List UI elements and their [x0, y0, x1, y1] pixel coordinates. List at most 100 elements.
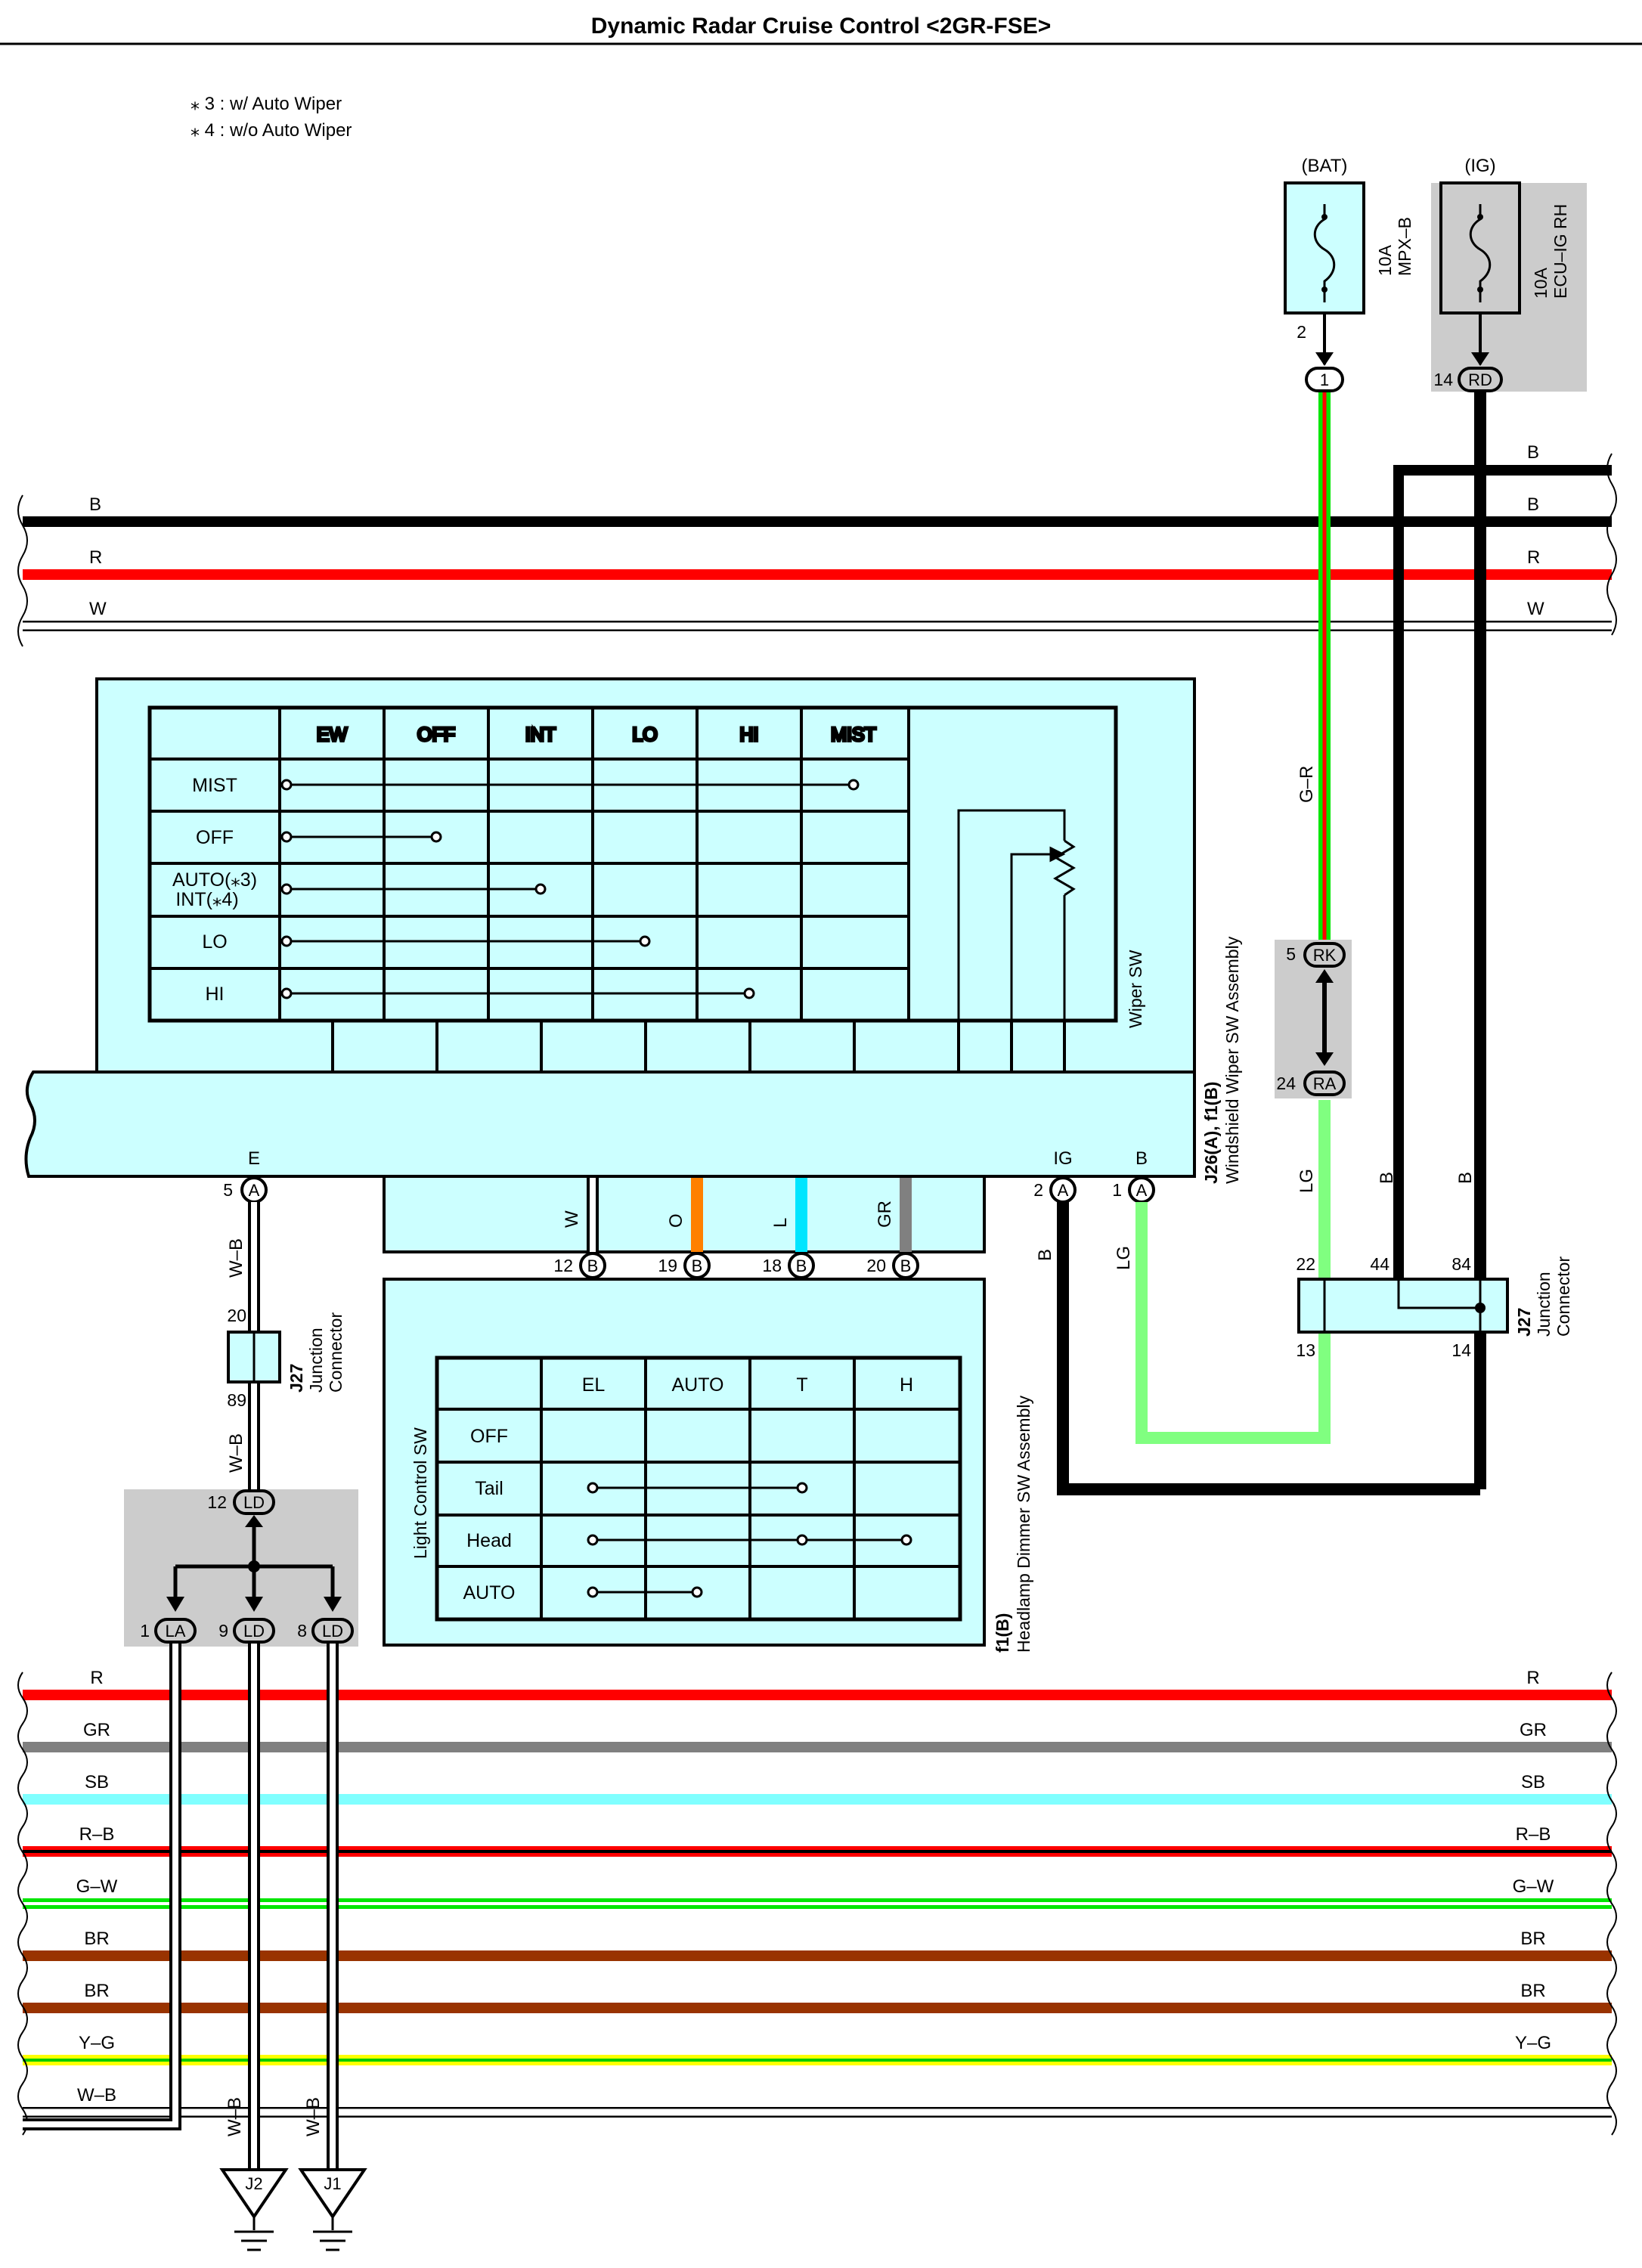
svg-text:LD: LD [322, 1622, 343, 1641]
svg-text:18: 18 [762, 1256, 782, 1275]
svg-text:89: 89 [227, 1390, 246, 1410]
svg-text:BR: BR [84, 1929, 109, 1949]
light-col-header: AUTO [672, 1374, 724, 1396]
junction-connector-left: 20 89 J27 Junction Connector [227, 1306, 345, 1410]
svg-text:44: 44 [1370, 1254, 1390, 1274]
svg-text:Y–G: Y–G [79, 2033, 115, 2053]
svg-text:J27: J27 [287, 1364, 306, 1393]
wire-g-r: G–R [1297, 313, 1331, 943]
svg-text:Y–G: Y–G [1515, 2033, 1551, 2053]
svg-text:B: B [1135, 1148, 1148, 1169]
wire-wiper-lg: LG [1114, 1202, 1331, 1444]
svg-text:OFF: OFF [470, 1426, 508, 1447]
svg-text:RA: RA [1313, 1074, 1337, 1093]
light-row: Head [466, 1530, 912, 1551]
svg-text:INT(⁎4): INT(⁎4) [175, 889, 238, 910]
svg-text:1: 1 [140, 1621, 150, 1641]
svg-text:OFF: OFF [196, 827, 234, 848]
svg-text:24: 24 [1276, 1074, 1296, 1093]
wiper-terminal-b: A 1 [1112, 1176, 1155, 1204]
svg-text:f1(B): f1(B) [993, 1613, 1012, 1653]
svg-text:W–B: W–B [77, 2085, 116, 2105]
svg-text:Head: Head [466, 1530, 512, 1551]
svg-text:Connector: Connector [326, 1312, 345, 1393]
fuse-ecu-ig-rh: (IG) 10A ECU–IG RH 14 [1433, 156, 1570, 389]
svg-text:B: B [1377, 1172, 1397, 1184]
svg-text:BR: BR [1520, 1929, 1545, 1949]
svg-text:BR: BR [1520, 1981, 1545, 2001]
wiper-row: MIST [192, 775, 860, 796]
wiper-col-header: LO [632, 724, 657, 745]
svg-text:19: 19 [658, 1256, 677, 1275]
connector-fuse-ig: RD [1458, 352, 1503, 392]
wire-wiper-ig: B [1035, 1202, 1480, 1495]
svg-text:B: B [796, 1256, 807, 1275]
svg-text:1: 1 [1320, 370, 1329, 389]
wire-la-w-b [23, 1644, 181, 2130]
svg-text:LD: LD [243, 1493, 265, 1512]
svg-text:IG: IG [1053, 1148, 1072, 1169]
svg-text:L: L [770, 1218, 791, 1228]
svg-text:A: A [1058, 1181, 1069, 1200]
svg-text:B: B [89, 494, 101, 515]
svg-text:B: B [587, 1256, 599, 1275]
svg-text:SB: SB [85, 1772, 109, 1792]
svg-text:R: R [1527, 547, 1540, 568]
svg-text:LO: LO [202, 931, 227, 953]
svg-text:9: 9 [218, 1621, 228, 1641]
fuse-mpx-b: (BAT) 10A MPX–B 2 [1284, 156, 1414, 342]
light-col-header: T [796, 1374, 807, 1396]
svg-text:14: 14 [1433, 370, 1453, 389]
svg-text:R–B: R–B [79, 1824, 115, 1845]
svg-text:5: 5 [223, 1180, 233, 1200]
svg-text:B: B [900, 1256, 912, 1275]
bus-breaks [17, 453, 1617, 647]
svg-text:G–R: G–R [1297, 766, 1317, 803]
wiper-terminal-ig: A 2 [1033, 1176, 1077, 1204]
svg-text:2: 2 [1297, 322, 1306, 342]
svg-text:AUTO(⁎3): AUTO(⁎3) [172, 869, 257, 891]
svg-text:B: B [1527, 442, 1539, 463]
svg-text:Junction: Junction [306, 1328, 326, 1393]
svg-text:J2: J2 [245, 2174, 262, 2193]
svg-text:ECU–IG RH: ECU–IG RH [1551, 204, 1570, 299]
svg-text:RK: RK [1313, 946, 1337, 965]
svg-text:RD: RD [1468, 370, 1492, 389]
svg-text:A: A [249, 1181, 260, 1200]
wiper-col-header: INT [525, 724, 556, 745]
svg-text:W–B: W–B [226, 1238, 246, 1278]
wiper-col-header: MIST [831, 724, 876, 745]
svg-text:20: 20 [866, 1256, 886, 1275]
light-col-header: H [900, 1374, 913, 1396]
note-no-auto-wiper: ⁎ 4 : w/o Auto Wiper [191, 120, 352, 141]
wiper-switch-base: J26(A), f1(B) Windshield Wiper SW Assemb… [24, 936, 1242, 1184]
svg-text:13: 13 [1296, 1340, 1315, 1360]
svg-text:W–B: W–B [226, 1433, 246, 1473]
bus-bottom-br-5: BR BR [23, 1929, 1612, 1961]
bus-top-b: B B [23, 494, 1612, 527]
svg-text:12: 12 [553, 1256, 573, 1275]
svg-text:W–B: W–B [303, 2097, 324, 2136]
svg-text:(BAT): (BAT) [1302, 156, 1348, 176]
svg-text:B: B [1455, 1172, 1476, 1184]
svg-text:GR: GR [875, 1201, 895, 1228]
svg-text:MPX–B: MPX–B [1395, 217, 1414, 276]
svg-text:R: R [89, 547, 102, 568]
svg-text:W–B: W–B [225, 2097, 245, 2136]
light-row: Tail [475, 1478, 808, 1499]
svg-text:Headlamp Dimmer SW Assembly: Headlamp Dimmer SW Assembly [1014, 1396, 1033, 1653]
bus-top-w: W W [23, 599, 1612, 631]
svg-text:AUTO: AUTO [463, 1582, 516, 1603]
svg-text:R: R [90, 1668, 103, 1688]
page-title: Dynamic Radar Cruise Control <2GR-FSE> [591, 14, 1052, 39]
svg-text:J1: J1 [324, 2174, 341, 2193]
wiper-row: AUTO(⁎3)INT(⁎4) [172, 869, 547, 910]
